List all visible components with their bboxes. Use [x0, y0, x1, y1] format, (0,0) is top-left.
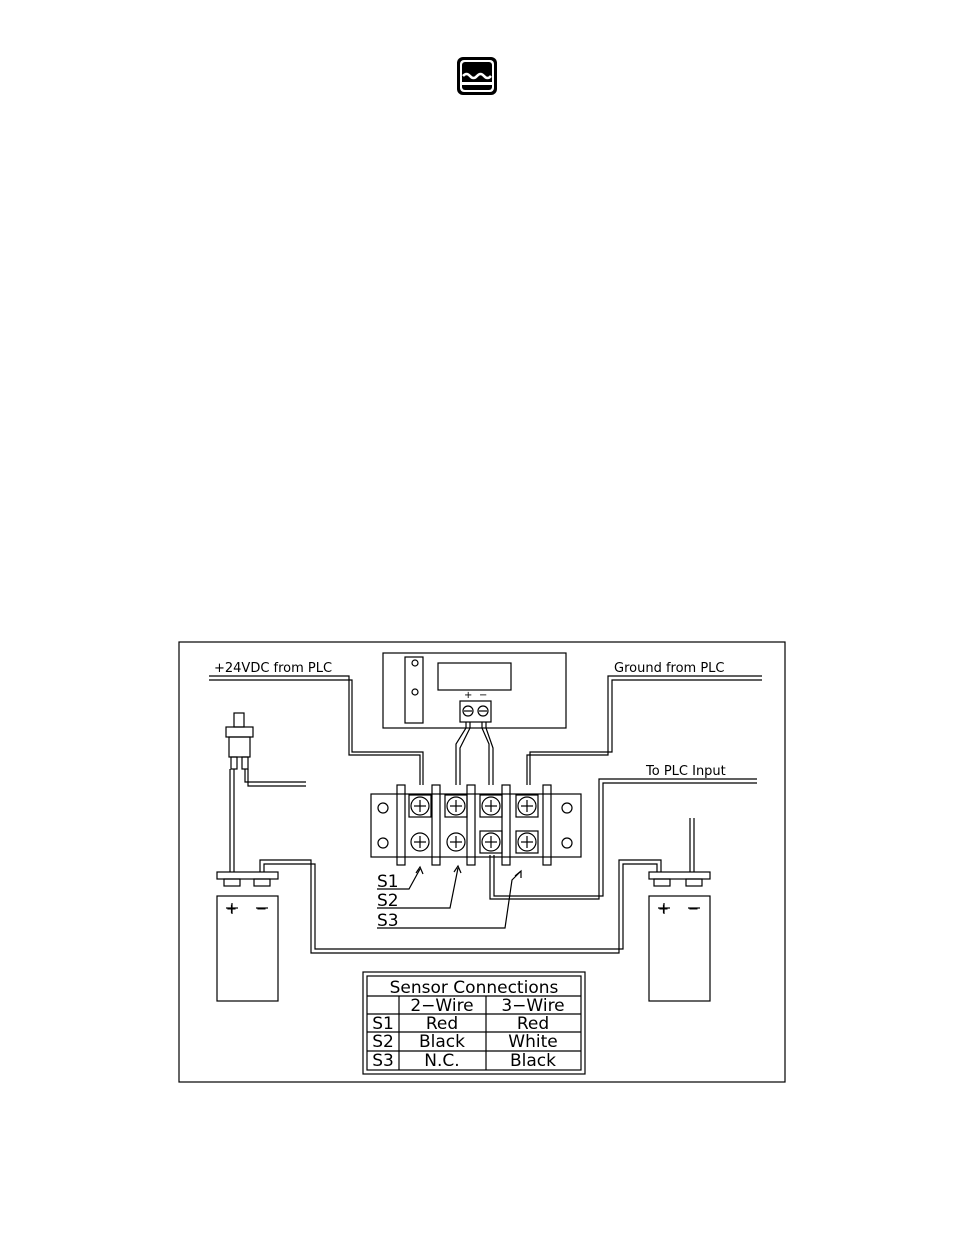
module-plus-label: +: [464, 690, 472, 701]
s1-label: S1: [377, 872, 399, 892]
right-battery-plus: +: [658, 902, 669, 917]
supply-label: +24VDC from PLC: [214, 661, 332, 676]
s3-label: S3: [377, 911, 399, 931]
pushbutton-switch: [226, 713, 253, 769]
right-battery-minus: −: [688, 902, 699, 917]
table-cell: S1: [372, 1014, 394, 1034]
left-battery-minus: −: [256, 902, 267, 917]
table-title: Sensor Connections: [390, 978, 559, 998]
terminal-screws: [409, 795, 538, 853]
mounting-rail: [405, 657, 423, 723]
module-minus-label: −: [479, 690, 487, 701]
module-display: [438, 663, 511, 690]
terminal-strip: [371, 794, 581, 857]
table-cell: S3: [372, 1051, 394, 1071]
plc-input-label: To PLC Input: [645, 764, 726, 779]
table-cell: Red: [517, 1014, 549, 1034]
table-cell: S2: [372, 1032, 394, 1052]
table-cell: N.C.: [424, 1051, 459, 1071]
right-battery: [649, 872, 710, 1001]
s2-label: S2: [377, 891, 399, 911]
table-cell: Red: [426, 1014, 458, 1034]
left-battery-plus: +: [226, 902, 237, 917]
table-header-3wire: 3−Wire: [501, 996, 564, 1016]
table-cell: Black: [419, 1032, 465, 1052]
left-battery: [217, 872, 278, 1001]
ground-label: Ground from PLC: [614, 661, 725, 676]
table-cell: White: [508, 1032, 557, 1052]
table-cell: Black: [510, 1051, 556, 1071]
table-header-2wire: 2−Wire: [410, 996, 473, 1016]
